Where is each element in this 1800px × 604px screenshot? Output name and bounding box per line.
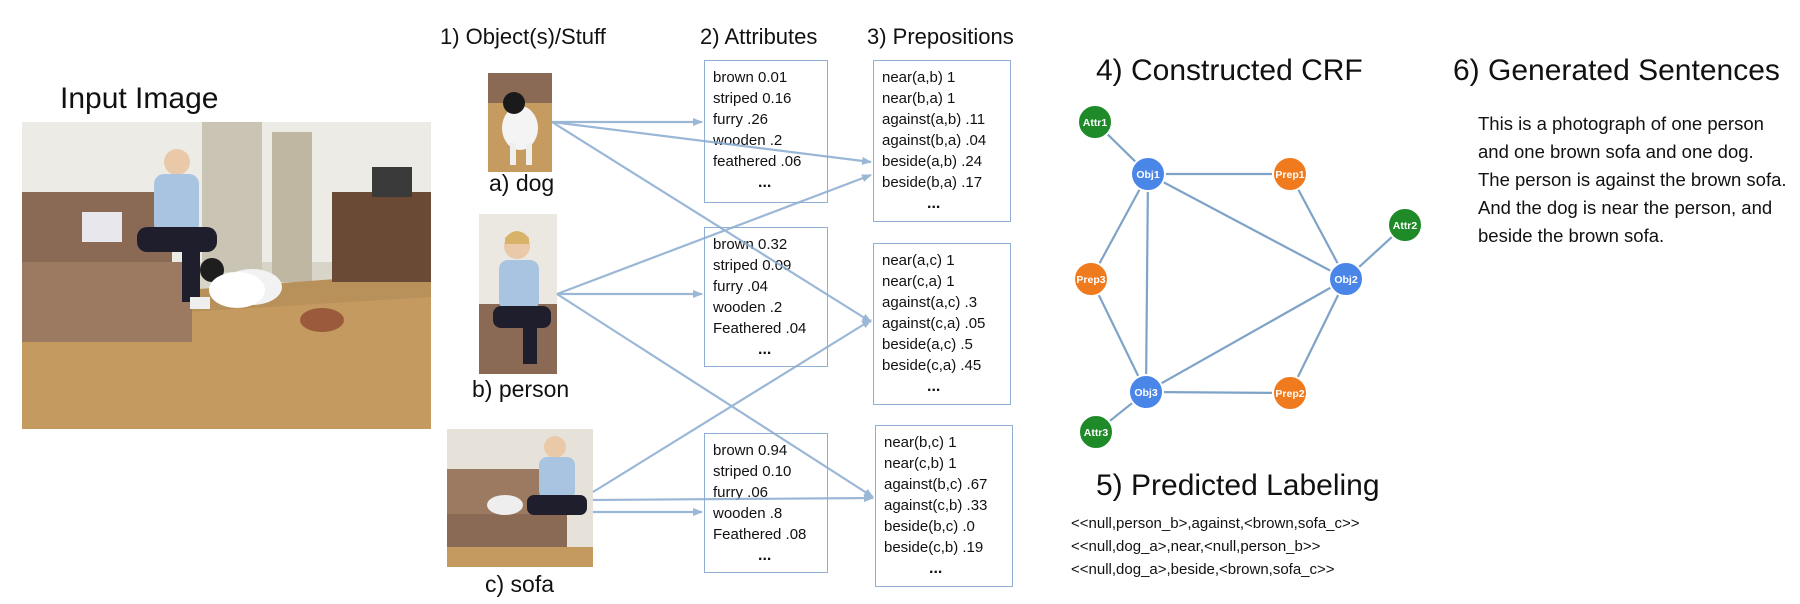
object-label-sofa: c) sofa bbox=[485, 571, 555, 597]
crf-edge bbox=[1144, 173, 1150, 393]
attribute-line: wooden .8 bbox=[713, 505, 783, 522]
crf-node-label: Obj3 bbox=[1134, 387, 1157, 399]
crf-node-obj1: Obj1 bbox=[1130, 156, 1166, 192]
attribute-box-sofa: brown 0.94 striped 0.10 furry .06 wooden… bbox=[704, 433, 828, 573]
arrow-person-prep1 bbox=[556, 173, 872, 296]
arrow-sofa-prep2 bbox=[592, 319, 872, 493]
ellipsis: ... bbox=[927, 195, 941, 212]
preposition-box-1: near(a,b) 1 near(b,a) 1 against(a,b) .11… bbox=[873, 60, 1011, 222]
arrow-dog-prep2 bbox=[551, 121, 872, 323]
attribute-line: brown 0.32 bbox=[713, 236, 788, 253]
crf-node-prep3: Prep3 bbox=[1073, 261, 1109, 297]
preposition-line: near(c,a) 1 bbox=[882, 273, 955, 290]
crf-node-label: Obj2 bbox=[1334, 274, 1357, 286]
crf-heading: 4) Constructed CRF bbox=[1096, 54, 1363, 87]
preposition-line: beside(c,a) .45 bbox=[882, 357, 982, 374]
objects-heading: 1) Object(s)/Stuff bbox=[440, 24, 606, 49]
crf-edge bbox=[1090, 278, 1147, 393]
crf-node-label: Attr2 bbox=[1393, 220, 1418, 232]
crf-node-attr3: Attr3 bbox=[1078, 414, 1114, 450]
labeling-line: <<null,dog_a>,near,<null,person_b>> bbox=[1071, 538, 1321, 555]
generated-sentences-text: This is a photograph of one person and o… bbox=[1478, 113, 1787, 246]
preposition-line: beside(b,c) .0 bbox=[884, 518, 975, 535]
sofa-thumbnail bbox=[447, 429, 593, 567]
labeling-line: <<null,person_b>,against,<brown,sofa_c>> bbox=[1071, 515, 1360, 532]
attribute-line: brown 0.01 bbox=[713, 69, 788, 86]
crf-edge bbox=[1289, 173, 1347, 280]
arrow-sofa-prep3 bbox=[592, 494, 874, 503]
preposition-line: against(c,b) .33 bbox=[884, 497, 988, 514]
crf-node-obj2: Obj2 bbox=[1328, 261, 1364, 297]
attribute-line: furry .26 bbox=[713, 111, 769, 128]
attribute-line: Feathered .04 bbox=[713, 320, 807, 337]
crf-node-label: Obj1 bbox=[1136, 169, 1159, 181]
crf-node-obj3: Obj3 bbox=[1128, 374, 1164, 410]
crf-node-label: Prep1 bbox=[1275, 169, 1304, 181]
labeling-line: <<null,dog_a>,beside,<brown,sofa_c>> bbox=[1071, 561, 1335, 578]
crf-edge bbox=[1289, 278, 1347, 394]
ellipsis: ... bbox=[758, 174, 772, 191]
attribute-box-person: brown 0.32 striped 0.09 furry .04 wooden… bbox=[704, 227, 828, 367]
input-image-title: Input Image bbox=[60, 82, 219, 115]
attribute-line: striped 0.10 bbox=[713, 463, 792, 480]
crf-node-attr1: Attr1 bbox=[1077, 104, 1113, 140]
preposition-line: beside(a,b) .24 bbox=[882, 153, 983, 170]
preposition-line: near(b,a) 1 bbox=[882, 90, 956, 107]
person-thumbnail bbox=[479, 214, 557, 374]
attribute-box-dog: brown 0.01 striped 0.16 furry .26 wooden… bbox=[704, 60, 828, 203]
crf-node-prep2: Prep2 bbox=[1272, 375, 1308, 411]
preposition-line: near(a,c) 1 bbox=[882, 252, 955, 269]
crf-node-label: Prep2 bbox=[1275, 388, 1304, 400]
preposition-line: against(b,a) .04 bbox=[882, 132, 987, 149]
prepositions-heading: 3) Prepositions bbox=[867, 24, 1014, 49]
input-photo bbox=[22, 122, 431, 429]
attribute-line: furry .06 bbox=[713, 484, 769, 501]
object-label-person: b) person bbox=[472, 376, 570, 402]
crf-edge bbox=[1145, 390, 1291, 395]
preposition-line: near(c,b) 1 bbox=[884, 455, 957, 472]
preposition-line: against(a,b) .11 bbox=[882, 111, 986, 128]
attribute-line: brown 0.94 bbox=[713, 442, 788, 459]
ellipsis: ... bbox=[758, 547, 772, 564]
ellipsis: ... bbox=[927, 378, 941, 395]
generated-sentences-heading: 6) Generated Sentences bbox=[1453, 54, 1780, 87]
arrow-dog-prep1 bbox=[551, 120, 872, 165]
preposition-box-2: near(a,c) 1 near(c,a) 1 against(a,c) .3 … bbox=[873, 243, 1011, 405]
attributes-heading: 2) Attributes bbox=[700, 24, 818, 49]
crf-edge bbox=[1090, 173, 1149, 280]
ellipsis: ... bbox=[929, 560, 943, 577]
crf-edge bbox=[1145, 278, 1347, 393]
preposition-box-3: near(b,c) 1 near(c,b) 1 against(b,c) .67… bbox=[875, 425, 1013, 587]
crf-node-label: Attr1 bbox=[1083, 117, 1108, 129]
crf-node-label: Prep3 bbox=[1076, 274, 1105, 286]
attribute-line: striped 0.16 bbox=[713, 90, 792, 107]
attribute-line: furry .04 bbox=[713, 278, 769, 295]
preposition-line: beside(a,c) .5 bbox=[882, 336, 973, 353]
attribute-line: striped 0.09 bbox=[713, 257, 792, 274]
preposition-line: near(b,c) 1 bbox=[884, 434, 957, 451]
preposition-line: near(a,b) 1 bbox=[882, 69, 956, 86]
preposition-line: against(b,c) .67 bbox=[884, 476, 988, 493]
preposition-line: against(a,c) .3 bbox=[882, 294, 978, 311]
dog-thumbnail bbox=[488, 73, 552, 172]
ellipsis: ... bbox=[758, 341, 772, 358]
crf-node-prep1: Prep1 bbox=[1272, 156, 1308, 192]
preposition-line: against(c,a) .05 bbox=[882, 315, 986, 332]
object-label-dog: a) dog bbox=[489, 170, 555, 196]
crf-edge bbox=[1147, 173, 1347, 280]
attribute-line: feathered .06 bbox=[713, 153, 802, 170]
crf-node-attr2: Attr2 bbox=[1387, 207, 1423, 243]
predicted-labeling-heading: 5) Predicted Labeling bbox=[1096, 469, 1380, 502]
arrow-person-prep3 bbox=[556, 293, 874, 498]
crf-node-label: Attr3 bbox=[1084, 427, 1109, 439]
attribute-line: Feathered .08 bbox=[713, 526, 807, 543]
predicted-labeling-list: <<null,person_b>,against,<brown,sofa_c>>… bbox=[1071, 512, 1360, 581]
preposition-line: beside(b,a) .17 bbox=[882, 174, 983, 191]
attribute-line: wooden .2 bbox=[713, 299, 783, 316]
preposition-line: beside(c,b) .19 bbox=[884, 539, 984, 556]
